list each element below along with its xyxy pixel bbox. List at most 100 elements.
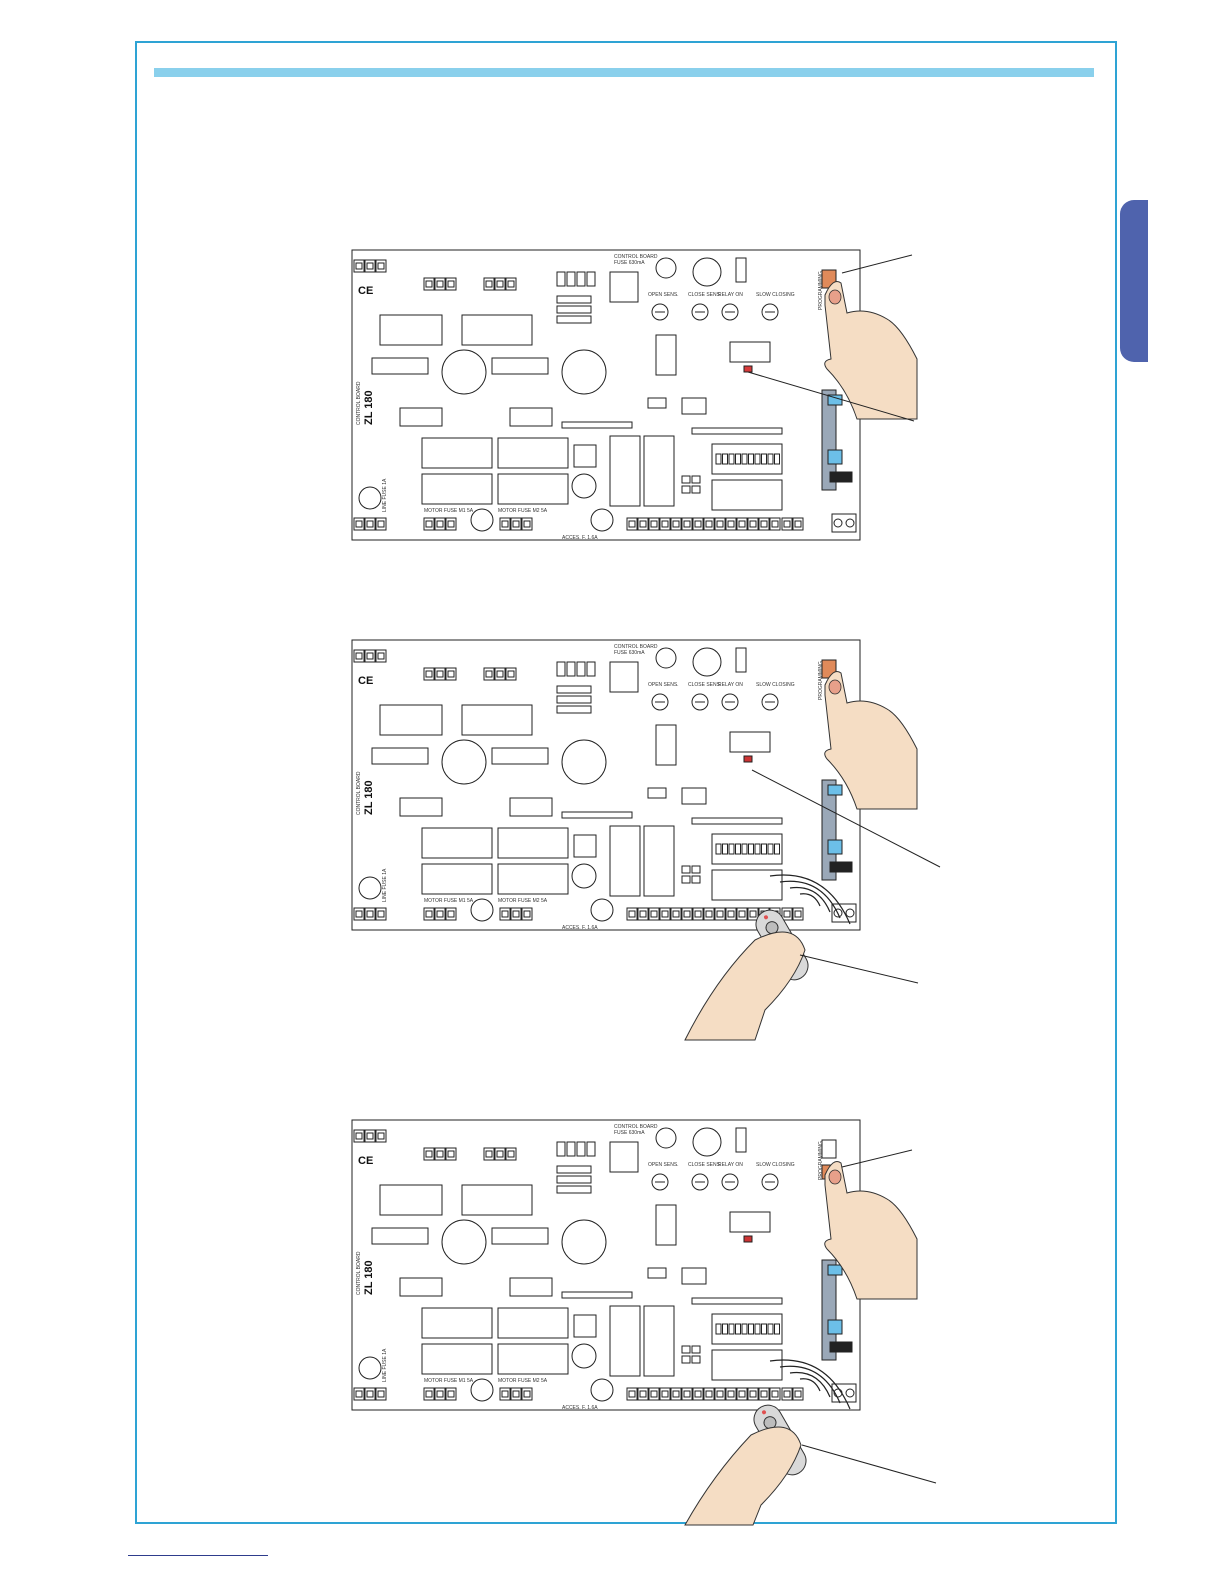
antenna-terminal-screw (794, 520, 802, 528)
capacitor (692, 1127, 722, 1157)
accessory-terminal-screw (683, 1390, 691, 1398)
power-relay (497, 473, 569, 505)
footer-line (128, 1555, 268, 1556)
accessory-terminal-screw (716, 520, 724, 528)
electrolytic-capacitor (441, 349, 487, 395)
ce-mark: CE (358, 285, 373, 297)
motor1-terminal-screw (425, 520, 433, 528)
motor1-connector-screw (425, 1150, 433, 1158)
motor-fuse-label-2: MOTOR FUSE M2 5A (498, 1378, 548, 1384)
resistor (556, 1185, 592, 1194)
board-model-label: ZL 180 (363, 1260, 375, 1295)
motor-fuse (590, 898, 614, 922)
dip-switch (715, 843, 722, 855)
relay-block (461, 1184, 533, 1216)
motor1-terminal-screw (436, 910, 444, 918)
board-control-label: CONTROL BOARD (356, 1251, 362, 1295)
power-connector-screw (366, 262, 374, 270)
line-fuse-label: LINE FUSE 1A (382, 478, 388, 512)
control-fuse-label: FUSE 630mA (614, 260, 645, 266)
accessory-terminal-screw (628, 1390, 636, 1398)
line-terminal-screw (366, 1390, 374, 1398)
resistor (556, 685, 592, 694)
connector-black (829, 1341, 853, 1353)
dip-switch (728, 453, 735, 465)
small-component (566, 271, 576, 287)
callout-line (747, 371, 915, 422)
motor1-terminal-screw (447, 520, 455, 528)
page-border (135, 41, 1117, 1524)
dip-switch (728, 1323, 735, 1335)
accessory-terminal-screw (661, 520, 669, 528)
accessory-terminal-screw (749, 910, 757, 918)
programming-button (821, 1139, 837, 1159)
relay (643, 825, 675, 897)
motor1-terminal-screw (436, 520, 444, 528)
resistor-block (371, 357, 429, 375)
dip-switch (715, 453, 722, 465)
radio-waves (769, 1359, 851, 1410)
control-board-label: CONTROL BOARD (614, 254, 658, 260)
radio-waves (769, 874, 851, 925)
dip-switch (754, 453, 761, 465)
trimmer-label: RELAY ON (718, 682, 743, 688)
control-board-label: CONTROL BOARD (614, 644, 658, 650)
antenna-screw (845, 518, 855, 528)
dip-switch (722, 453, 728, 465)
antenna-terminal-screw (783, 910, 791, 918)
resistor-block (371, 747, 429, 765)
status-led (743, 755, 753, 763)
microcontroller (655, 334, 677, 376)
radio-card (821, 779, 837, 881)
transformer (735, 1127, 747, 1153)
line-fuse (358, 1356, 382, 1380)
relay-block (379, 314, 443, 346)
motor1-connector-screw (436, 1150, 444, 1158)
pin-header (561, 811, 633, 819)
pointing-hand-fingertip (828, 1169, 842, 1185)
motor-fuse-label-2: MOTOR FUSE M2 5A (498, 508, 548, 514)
accessory-terminal-screw (727, 520, 735, 528)
ic-chip (647, 1267, 667, 1279)
resistor-block (509, 407, 553, 427)
electrolytic-capacitor (561, 739, 607, 785)
electrolytic-capacitor (441, 739, 487, 785)
resistor-block (399, 407, 443, 427)
ic-chip (681, 397, 707, 415)
pin-header (691, 427, 783, 435)
relay (609, 435, 641, 507)
resistor (556, 1175, 592, 1184)
power-connector-screw (355, 262, 363, 270)
resistor-block (491, 357, 549, 375)
resistor (691, 875, 701, 884)
power-connector-screw (377, 262, 385, 270)
power-relay (497, 1343, 569, 1375)
accessory-terminal-screw (771, 1390, 779, 1398)
motor2-terminal-screw (512, 910, 520, 918)
accessory-terminal-screw (727, 1390, 735, 1398)
section-tab (1120, 200, 1148, 362)
radio-waves (779, 880, 841, 919)
trimmer-label: CLOSE SENS. (688, 292, 721, 298)
resistor (556, 705, 592, 714)
resistor (556, 305, 592, 314)
accessory-terminal-screw (727, 910, 735, 918)
motor-fuse (470, 1378, 494, 1402)
motor2-terminal-screw (501, 1390, 509, 1398)
motor2-connector-screw (485, 1150, 493, 1158)
resistor-block (371, 1227, 429, 1245)
board-model-label: ZL 180 (363, 390, 375, 425)
dip-switch (767, 843, 774, 855)
capacitor (692, 647, 722, 677)
small-component (586, 661, 596, 677)
accessory-terminal-screw (650, 1390, 658, 1398)
motor1-connector-screw (447, 280, 455, 288)
antenna-terminal-screw (794, 1390, 802, 1398)
small-component (556, 661, 566, 677)
motor2-terminal-screw (501, 520, 509, 528)
transformer (735, 257, 747, 283)
resistor-block (491, 747, 549, 765)
power-relay (421, 473, 493, 505)
trimmer-label: CLOSE SENS. (688, 1162, 721, 1168)
